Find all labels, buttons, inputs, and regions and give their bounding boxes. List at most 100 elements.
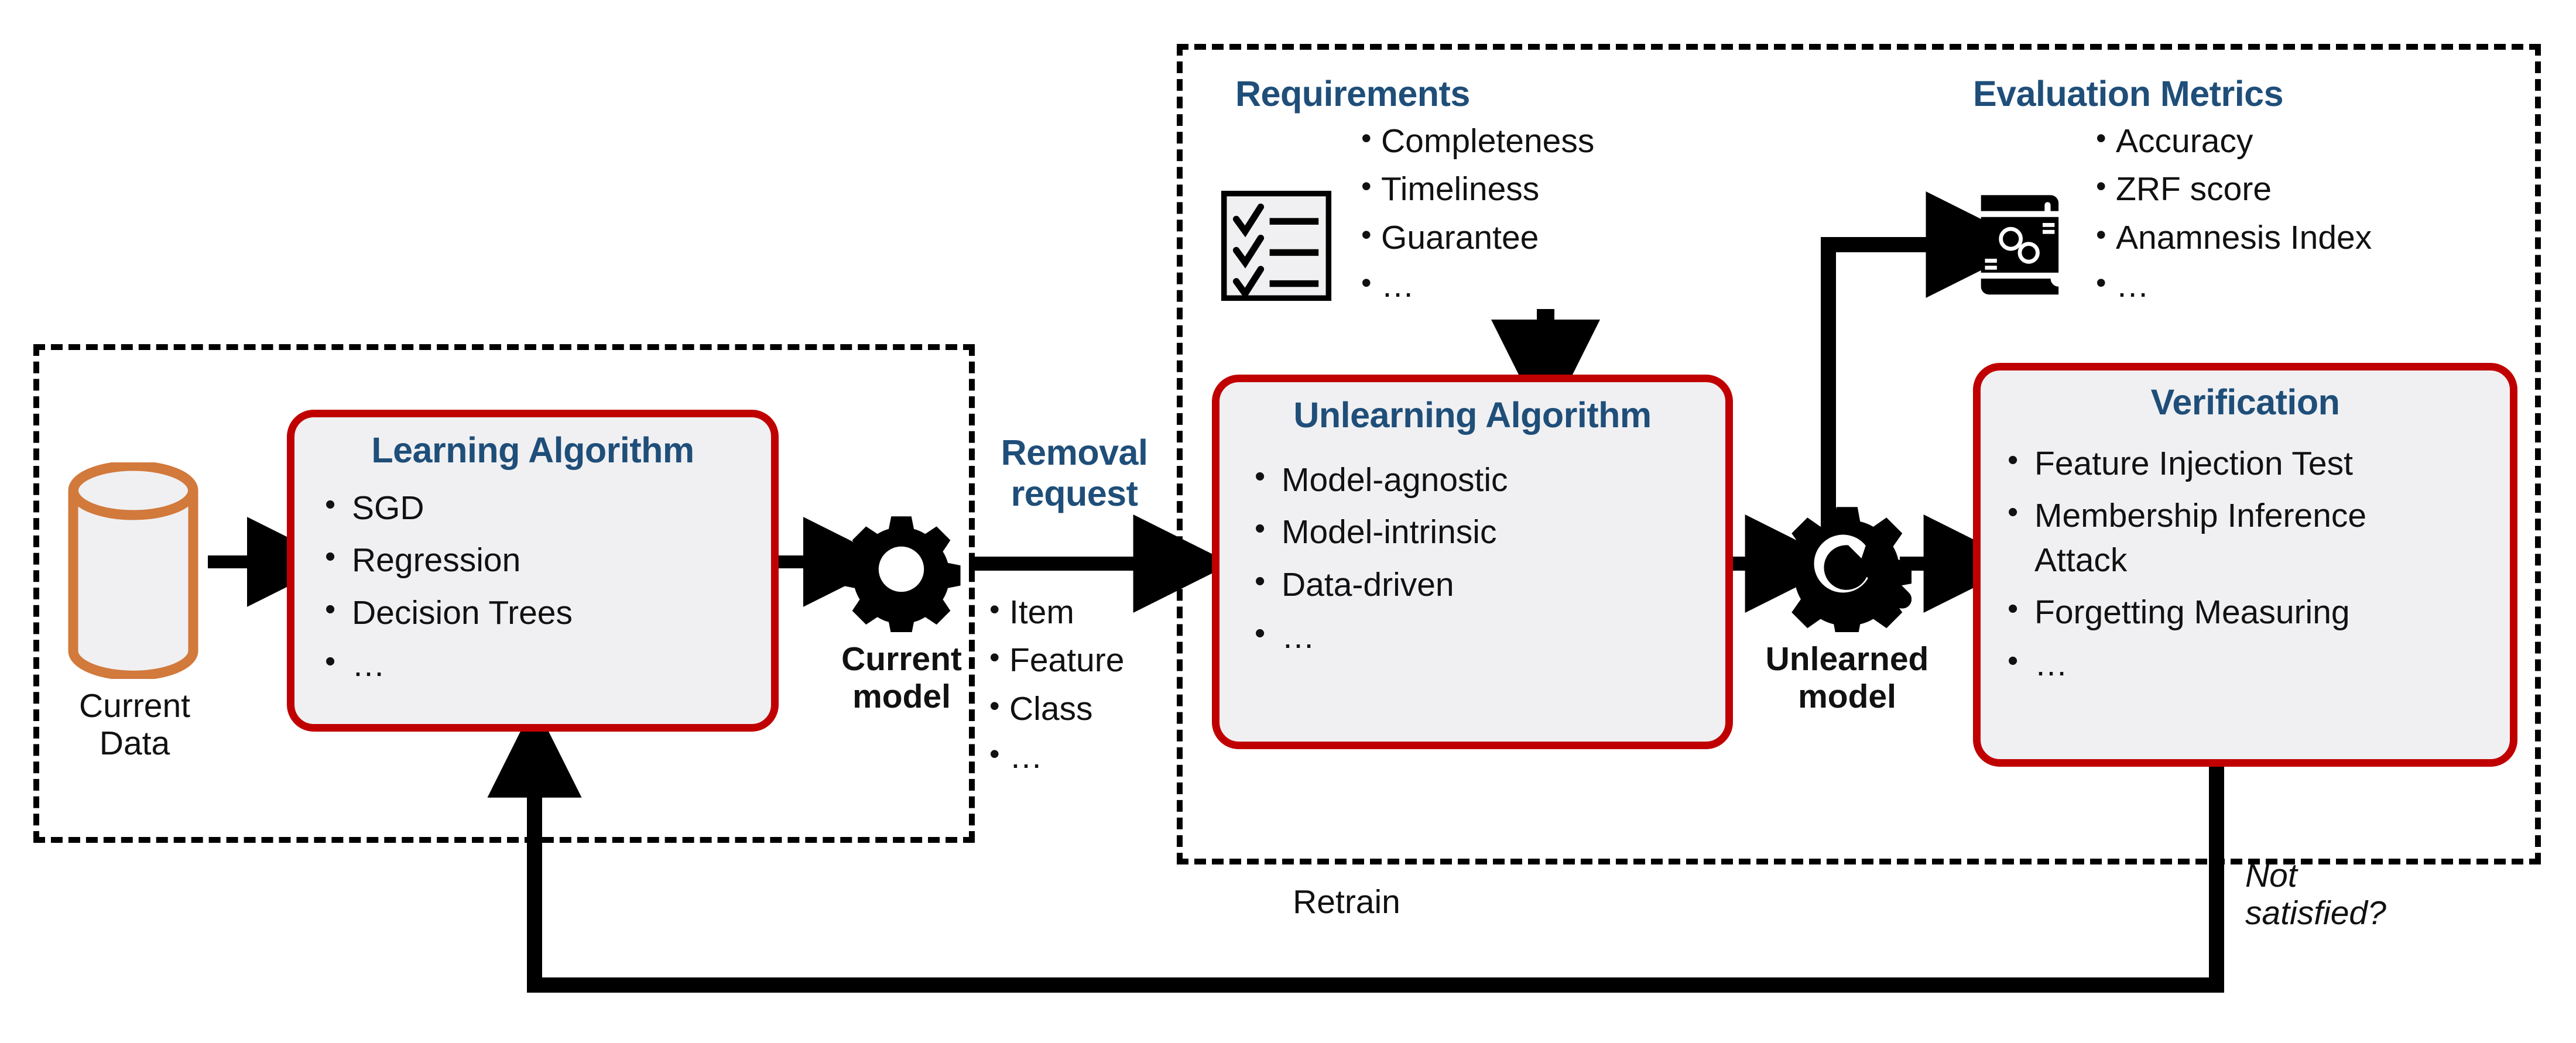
list-item: •Forgetting Measuring bbox=[2008, 591, 2510, 634]
bullet-icon: • bbox=[1361, 218, 1372, 251]
verification-item-0: Feature Injection Test bbox=[2034, 445, 2353, 483]
list-item: • SGD bbox=[325, 486, 771, 530]
list-item: • Item bbox=[989, 591, 1165, 633]
list-item: • Regression bbox=[325, 538, 771, 582]
list-item: •… bbox=[325, 643, 771, 687]
learning-item-1: Regression bbox=[352, 541, 521, 579]
removal-item-2: Class bbox=[1009, 689, 1093, 728]
bullet-icon: • bbox=[989, 737, 1000, 771]
removal-request-title-line1: Removal bbox=[1001, 433, 1148, 472]
list-item: • Data-driven bbox=[1255, 563, 1725, 607]
requirements-item-2: Guarantee bbox=[1381, 218, 1539, 256]
list-item: • Timeliness bbox=[1361, 168, 1736, 210]
bullet-icon: • bbox=[1255, 564, 1266, 598]
list-item: • Model-intrinsic bbox=[1255, 510, 1725, 554]
not-satisfied-label: Not satisfied? bbox=[2245, 857, 2550, 932]
learning-algorithm-list: •SGD •Regression •Decision Trees •… bbox=[294, 486, 771, 687]
unlearning-algorithm-card[interactable]: Unlearning Algorithm • Model-agnostic • Mo… bbox=[1212, 375, 1733, 749]
verification-title: Verification bbox=[2150, 382, 2340, 422]
unlearned-model-label-line2: model bbox=[1798, 677, 1896, 715]
not-satisfied-line1: Not bbox=[2245, 857, 2297, 894]
verification-list: • Feature Injection Test • Membership Infe… bbox=[1981, 442, 2510, 687]
bullet-icon: • bbox=[325, 644, 336, 678]
bullet-icon: • bbox=[1361, 170, 1372, 203]
current-model-label-line2: model bbox=[852, 677, 951, 715]
removal-request-title-line2: request bbox=[1010, 474, 1138, 513]
database-cylinder-icon bbox=[68, 462, 198, 679]
unlearning-item-3: … bbox=[1282, 617, 1315, 656]
learning-item-3: … bbox=[352, 646, 385, 684]
list-item: •Decision Trees bbox=[325, 591, 771, 635]
bullet-icon: • bbox=[1361, 266, 1372, 300]
requirements-item-0: Completeness bbox=[1381, 122, 1595, 160]
unlearning-item-2: Data-driven bbox=[1282, 565, 1454, 603]
list-item: • Feature bbox=[989, 639, 1165, 681]
requirements-title: Requirements bbox=[1235, 74, 1470, 114]
bullet-icon: • bbox=[1255, 616, 1266, 650]
checklist-icon bbox=[1221, 190, 1332, 301]
unlearned-model-label-line1: Unlearned bbox=[1765, 640, 1929, 678]
bullet-icon: • bbox=[1255, 459, 1266, 494]
unlearning-algorithm-title: Unlearning Algorithm bbox=[1293, 395, 1652, 435]
bullet-icon: • bbox=[2096, 122, 2106, 155]
list-item: •Anamnesis Index bbox=[2096, 217, 2541, 259]
list-item: • Guarantee bbox=[1361, 217, 1736, 259]
unlearned-model-label: Unlearned model bbox=[1724, 640, 1970, 716]
list-item: • Class bbox=[989, 688, 1165, 730]
requirements-item-3: … bbox=[1381, 267, 1414, 305]
list-item: •… bbox=[2008, 643, 2510, 687]
verification-item-1: Membership Inference Attack bbox=[2034, 497, 2367, 579]
removal-item-3: … bbox=[1009, 738, 1043, 776]
list-item: •ZRF score bbox=[2096, 168, 2541, 210]
requirements-list: •Completeness •Timeliness •Guarantee •… bbox=[1361, 120, 1736, 313]
bullet-icon: • bbox=[2008, 443, 2019, 478]
bullet-icon: • bbox=[1361, 122, 1372, 155]
bullet-icon: • bbox=[989, 641, 1000, 674]
verification-item-3: … bbox=[2034, 645, 2068, 683]
list-item: • Membership Inference Attack bbox=[2008, 494, 2510, 582]
verification-card[interactable]: Verification • Feature Injection Test • Me… bbox=[1973, 363, 2517, 767]
evaluation-metrics-list: •Accuracy •ZRF score •Anamnesis Index •… bbox=[2096, 120, 2541, 313]
bullet-icon: • bbox=[989, 593, 1000, 626]
bullet-icon: • bbox=[325, 592, 336, 626]
retrain-label: Retrain bbox=[1293, 883, 1400, 921]
bullet-icon: • bbox=[325, 540, 336, 574]
unlearning-item-0: Model-agnostic bbox=[1282, 461, 1508, 499]
current-data-label-line2: Data bbox=[99, 724, 170, 762]
list-item: • Feature Injection Test bbox=[2008, 442, 2510, 486]
list-item: • Accuracy bbox=[2096, 120, 2541, 162]
requirements-item-1: Timeliness bbox=[1381, 170, 1540, 208]
unlearning-algorithm-list: • Model-agnostic • Model-intrinsic • Data-d… bbox=[1220, 458, 1725, 659]
evaluation-metrics-title: Evaluation Metrics bbox=[1973, 74, 2284, 114]
list-item: • Model-agnostic bbox=[1255, 458, 1725, 502]
bullet-icon: • bbox=[2008, 591, 2019, 626]
bullet-icon: • bbox=[325, 488, 336, 522]
list-item: • Completeness bbox=[1361, 120, 1736, 162]
metrics-item-0: Accuracy bbox=[2116, 122, 2253, 160]
bullet-icon: • bbox=[2096, 218, 2106, 251]
unlearning-item-1: Model-intrinsic bbox=[1282, 513, 1497, 551]
bullet-icon: • bbox=[989, 689, 1000, 722]
report-gears-icon bbox=[1981, 195, 2059, 295]
current-data-label-line1: Current bbox=[78, 687, 191, 725]
removal-item-0: Item bbox=[1009, 593, 1074, 631]
list-item: •… bbox=[989, 736, 1165, 778]
metrics-item-3: … bbox=[2116, 267, 2149, 305]
left-pipeline-group-box bbox=[33, 344, 975, 843]
learning-item-0: SGD bbox=[352, 489, 424, 527]
metrics-item-1: ZRF score bbox=[2116, 170, 2272, 208]
bullet-icon: • bbox=[2008, 495, 2019, 530]
learning-algorithm-card[interactable]: Learning Algorithm •SGD •Regression •Dec… bbox=[287, 410, 779, 732]
current-data-label: Current Data bbox=[18, 687, 252, 763]
bullet-icon: • bbox=[1255, 512, 1266, 546]
removal-item-1: Feature bbox=[1009, 641, 1125, 680]
list-item: •… bbox=[1361, 265, 1736, 307]
not-satisfied-line2: satisfied? bbox=[2245, 894, 2386, 932]
bullet-icon: • bbox=[2096, 266, 2106, 300]
list-item: •… bbox=[1255, 615, 1725, 659]
removal-request-title: Removal request bbox=[989, 432, 1159, 514]
gear-icon bbox=[842, 516, 961, 632]
current-model-label-line1: Current bbox=[841, 640, 962, 678]
gear-wrench-icon bbox=[1781, 507, 1912, 632]
